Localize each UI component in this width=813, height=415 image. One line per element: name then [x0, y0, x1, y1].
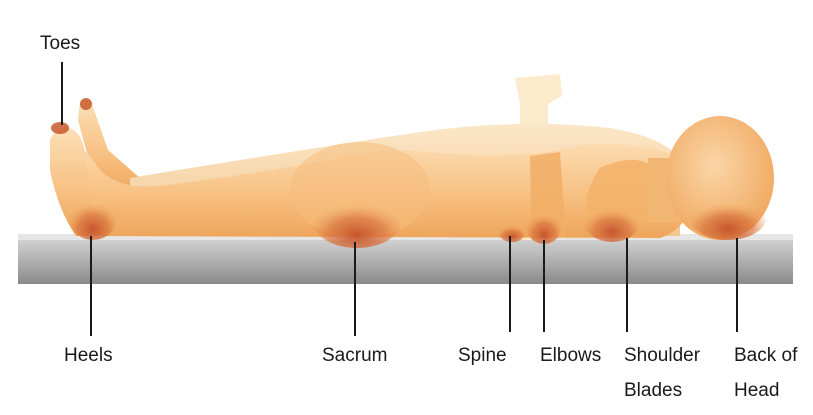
shoulder-blades-pressure-point	[584, 202, 640, 242]
toes-pressure-point	[51, 122, 69, 134]
toes-pressure-point-2	[80, 98, 92, 110]
heels-pressure-point	[69, 196, 117, 240]
toes-label: Toes	[40, 32, 80, 55]
sacrum-label: Sacrum	[322, 344, 387, 367]
heels-label: Heels	[64, 344, 113, 367]
sacrum-pressure-point	[313, 196, 401, 248]
spine-label: Spine	[458, 344, 507, 367]
back-of-head-label-line2: Head	[734, 379, 779, 402]
spine-pressure-point	[498, 222, 526, 242]
shoulder-blades-label-line2: Blades	[624, 379, 682, 402]
back-of-head-pressure-point	[690, 196, 766, 240]
shoulder-blades-label-line1: Shoulder	[624, 344, 700, 367]
elbows-pressure-point	[526, 208, 562, 244]
mattress	[18, 234, 793, 284]
elbows-label: Elbows	[540, 344, 601, 367]
back-of-head-label-line1: Back of	[734, 344, 797, 367]
